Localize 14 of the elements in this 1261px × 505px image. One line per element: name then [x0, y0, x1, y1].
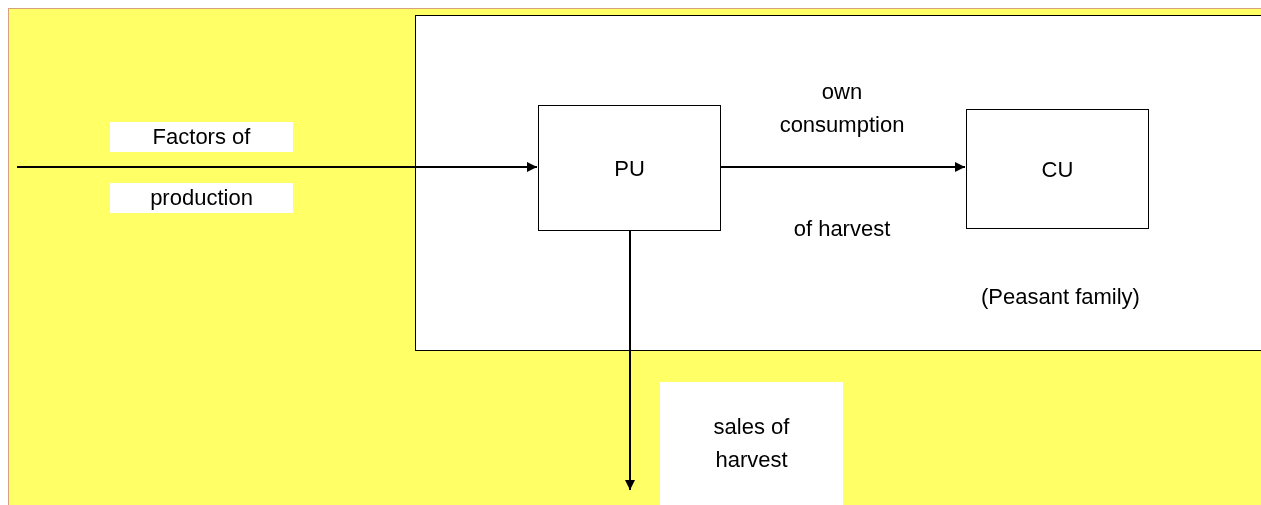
node-label: CU [1041, 155, 1074, 184]
arrow [719, 162, 966, 172]
node-label: PU [614, 154, 645, 183]
arrow [16, 162, 538, 172]
arrow [625, 229, 635, 491]
flow-label: of harvest [792, 215, 892, 243]
flow-label: production [110, 183, 293, 213]
edge-label: sales of harvest [660, 382, 843, 505]
group-heading: (Peasant family) [981, 283, 1140, 311]
process-box [538, 105, 721, 231]
flow-label: Factors of [110, 122, 293, 152]
household-box [415, 15, 1261, 351]
flow-label: own consumption [778, 78, 906, 139]
process-box [966, 109, 1149, 229]
